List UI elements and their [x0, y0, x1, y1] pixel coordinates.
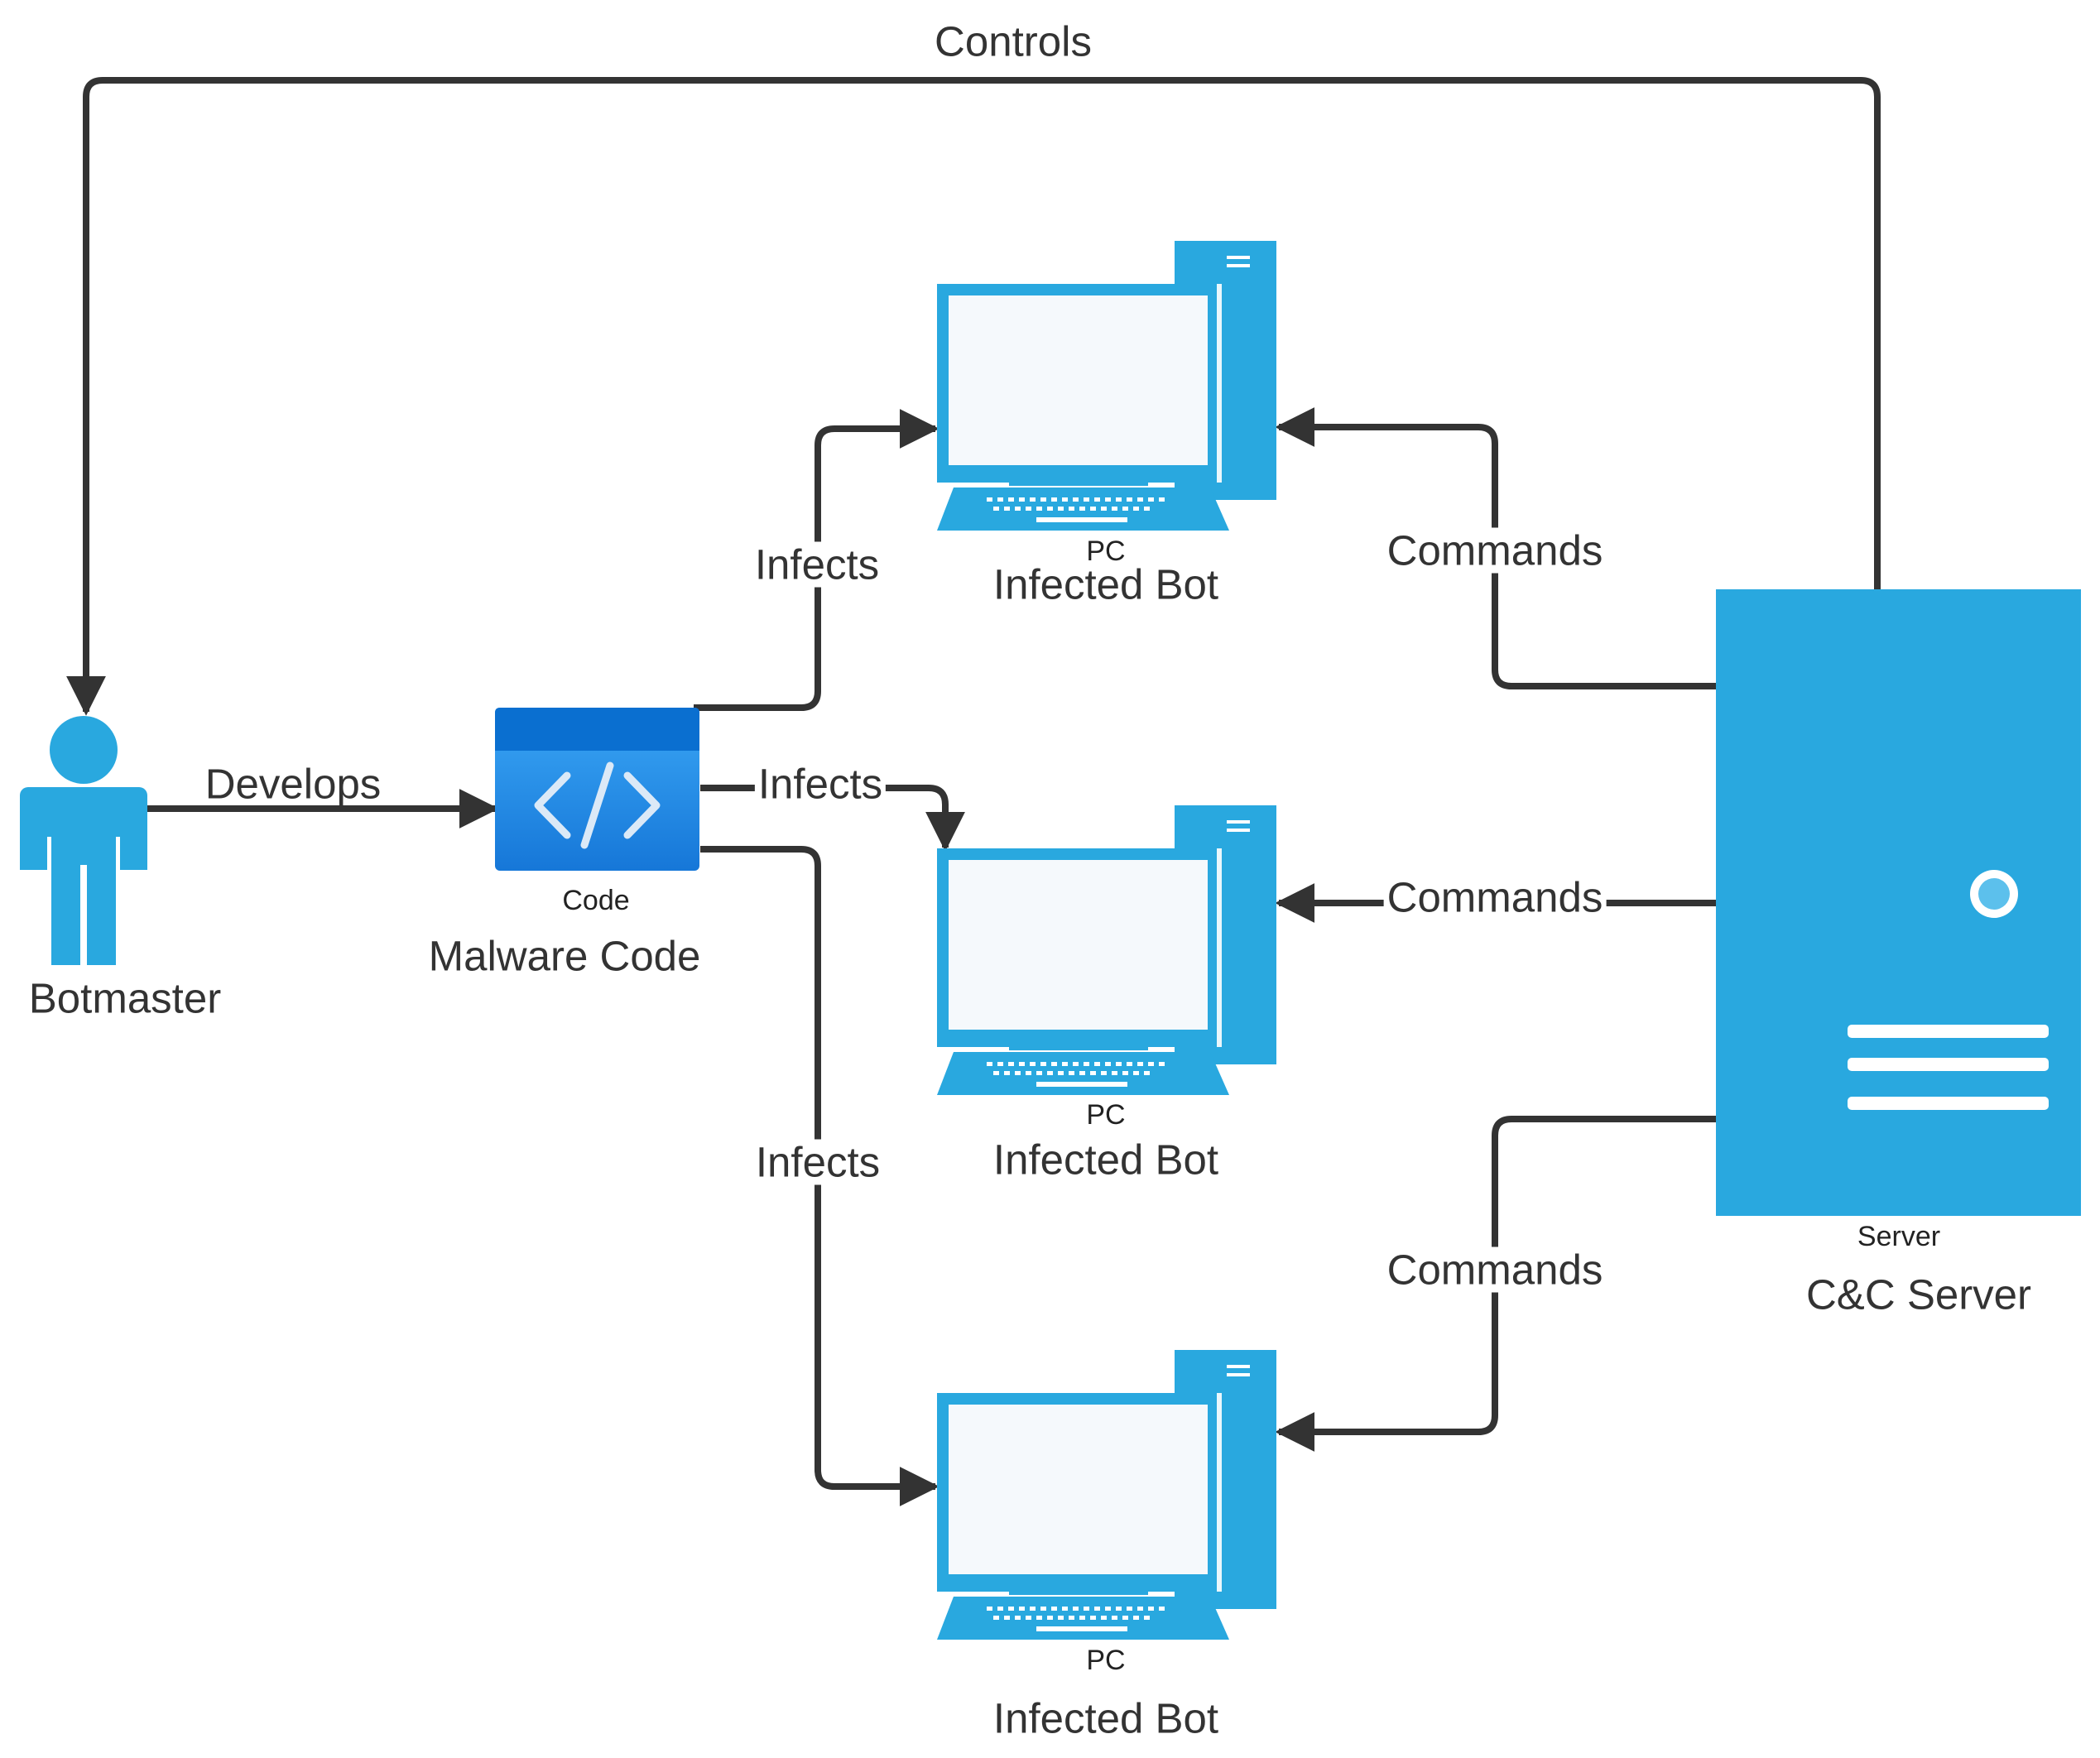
pc-icon-label-mid: PC [1086, 1099, 1126, 1131]
server-icon [1716, 589, 2081, 1216]
pc-icon-label-top: PC [1086, 536, 1126, 567]
infects-mid-connector [700, 785, 965, 852]
cnc-server-label: C&C Server [1805, 1270, 2032, 1318]
controls-label: Controls [931, 18, 1095, 65]
infected-bot-label-mid: Infected Bot [992, 1136, 1219, 1184]
infected-bot-label-top: Infected Bot [992, 560, 1219, 608]
infected-bot-label-bottom: Infected Bot [992, 1694, 1219, 1742]
pc-icon-label-bottom: PC [1086, 1645, 1126, 1676]
malware-code-label: Malware Code [428, 932, 701, 980]
infects-top-label: Infects [751, 541, 883, 588]
pc-icon-top [937, 241, 1276, 531]
commands-top-label: Commands [1383, 527, 1607, 574]
commands-mid-label: Commands [1383, 874, 1607, 920]
pc-icon-mid [937, 805, 1276, 1095]
server-icon-label: Server [1857, 1221, 1941, 1252]
develops-label: Develops [204, 760, 382, 808]
infects-bottom-label: Infects [752, 1139, 884, 1185]
code-icon [495, 708, 699, 871]
botmaster-label: Botmaster [28, 974, 222, 1022]
code-icon-label: Code [562, 885, 630, 916]
infects-mid-label: Infects [754, 761, 887, 807]
controls-connector [66, 77, 1881, 716]
commands-bottom-label: Commands [1383, 1246, 1607, 1293]
person-icon [20, 716, 147, 965]
pc-icon-bottom [937, 1350, 1276, 1640]
